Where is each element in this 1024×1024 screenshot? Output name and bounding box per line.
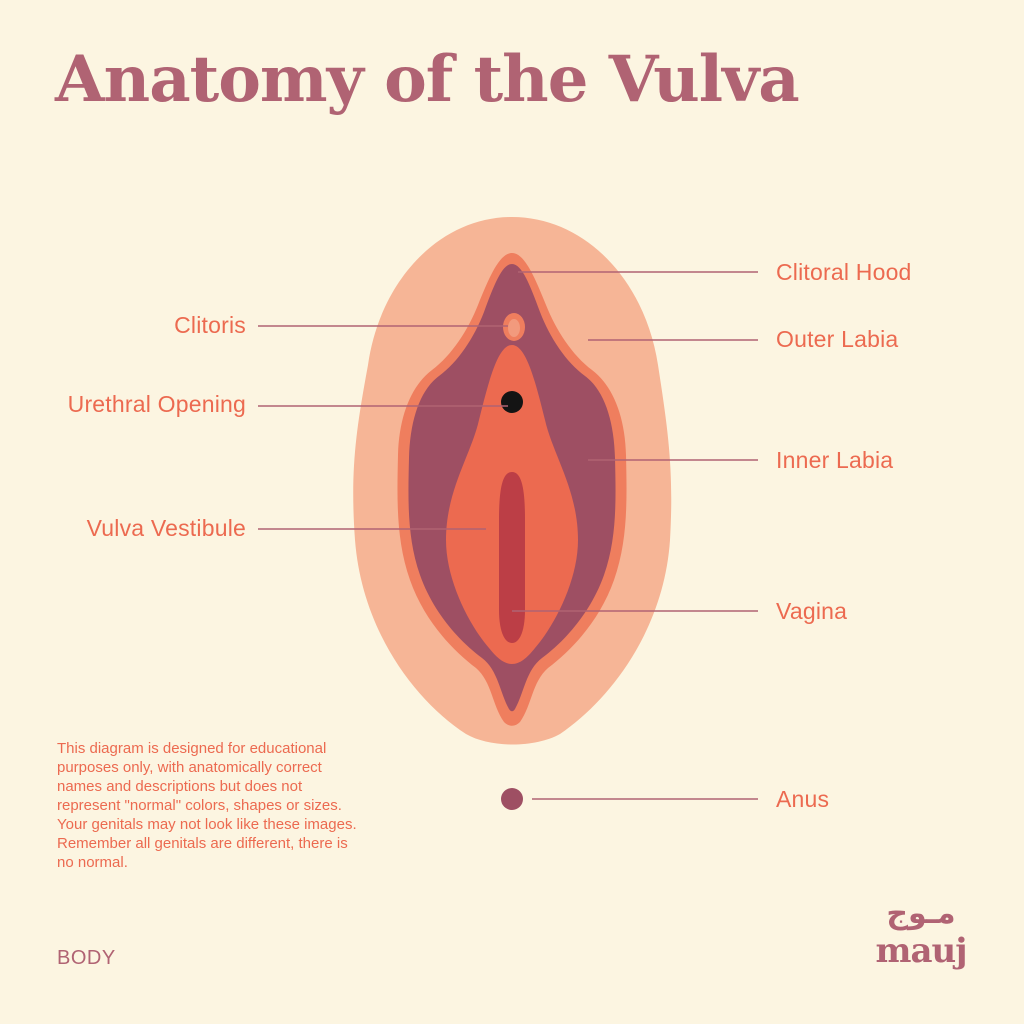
clitoris-label: Clitoris: [174, 312, 246, 338]
outer-labia-label: Outer Labia: [776, 326, 899, 352]
disclaimer-text: This diagram is designed for educational…: [57, 740, 357, 871]
vulva-vestibule-label: Vulva Vestibule: [86, 515, 246, 541]
mauj-logo: مـوج mauj: [866, 896, 976, 978]
anus-label: Anus: [776, 786, 830, 812]
vagina-shape: [499, 472, 525, 643]
urethral-opening-dot: [501, 391, 523, 413]
page-title: Anatomy of the Vulva: [55, 42, 800, 117]
category-label: BODY: [57, 947, 116, 969]
inner-labia-label: Inner Labia: [776, 447, 894, 473]
clitoris-shape: [503, 313, 525, 341]
urethral-opening-label: Urethral Opening: [67, 391, 246, 417]
clitoral-hood-label: Clitoral Hood: [776, 259, 912, 285]
logo-latin-text: mauj: [875, 931, 967, 971]
anus-dot: [501, 788, 523, 810]
vagina-label: Vagina: [776, 598, 848, 624]
logo-arabic-text: مـوج: [886, 896, 956, 931]
